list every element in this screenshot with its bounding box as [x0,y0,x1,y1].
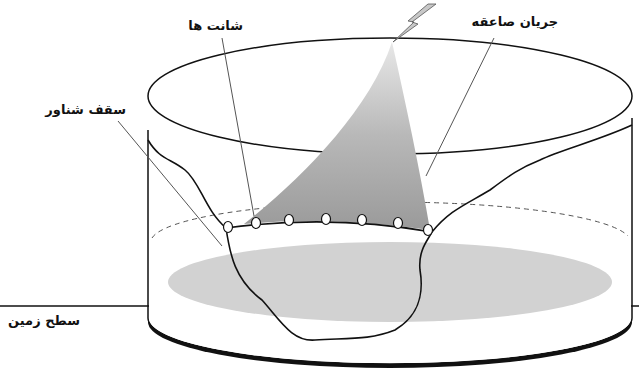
floating-roof-label: سقف شناور [43,102,128,118]
lightning-current-label: جریان صاعقه [470,14,560,30]
shunts-label: شانت ها [186,18,245,34]
liquid-surface [168,242,612,322]
lightning-current-cone [244,42,430,230]
ground-surface-label: سطح زمین [6,313,82,329]
leader-lines [118,38,494,246]
lightning-bolt [393,4,436,42]
shunt-circles [224,214,433,236]
